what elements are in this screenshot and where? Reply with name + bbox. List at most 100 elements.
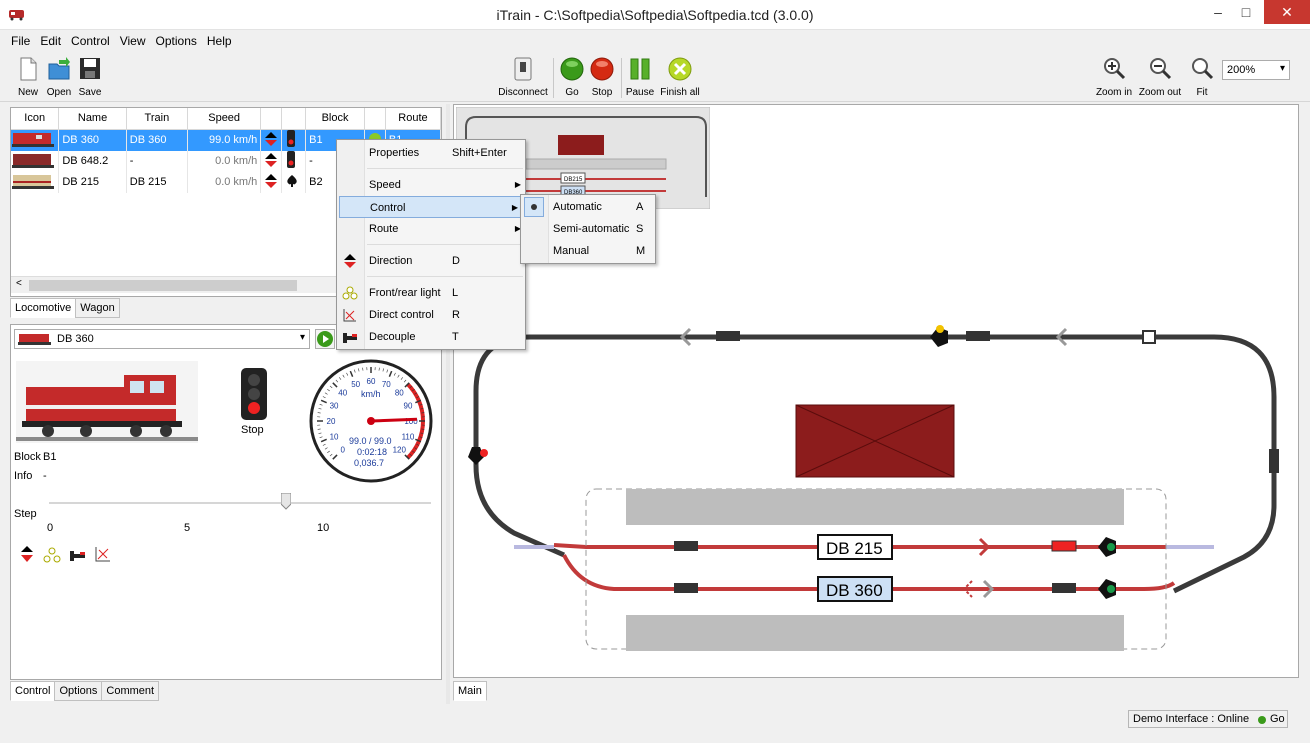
tab-control[interactable]: Control xyxy=(10,681,56,701)
gauge-tick xyxy=(322,443,326,446)
gauge-tick xyxy=(320,438,327,443)
col-train[interactable]: Train xyxy=(126,108,189,130)
gauge-tick-label: 80 xyxy=(395,389,404,398)
menu-bar: File Edit Control View Options Help xyxy=(0,31,1310,51)
pause-button[interactable]: Pause xyxy=(625,56,655,98)
open-button[interactable]: Open xyxy=(44,56,74,98)
disconnect-button[interactable]: Disconnect xyxy=(496,56,550,98)
gauge-tick xyxy=(354,369,356,373)
finish-all-button[interactable]: Finish all xyxy=(658,56,702,98)
fit-label: Fit xyxy=(1196,87,1208,98)
cell-speed: 0.0 km/h xyxy=(187,150,262,172)
stop-circle-icon xyxy=(590,57,614,81)
selected-loco-name: DB 360 xyxy=(57,333,94,345)
loco-thumb-icon xyxy=(12,132,54,147)
lights-icon[interactable] xyxy=(43,547,61,563)
col-direction[interactable] xyxy=(260,108,283,130)
direction-arrows-icon[interactable] xyxy=(19,545,35,563)
menu-edit[interactable]: Edit xyxy=(40,34,62,48)
table-row[interactable]: DB 648.2 - 0.0 km/h - xyxy=(11,150,442,172)
menu-item-control[interactable]: Control▶ xyxy=(339,196,523,218)
fit-button[interactable]: Fit xyxy=(1188,56,1216,98)
col-name[interactable]: Name xyxy=(58,108,127,130)
direction-arrows-icon xyxy=(265,173,278,188)
panel-splitter[interactable] xyxy=(446,104,450,704)
loco-thumb-icon xyxy=(12,174,54,189)
col-signal[interactable] xyxy=(281,108,307,130)
chevron-down-icon: ▾ xyxy=(1279,63,1285,74)
menu-options[interactable]: Options xyxy=(155,34,197,48)
menu-item-speed[interactable]: Speed▶ xyxy=(337,174,525,196)
step-label: Step xyxy=(14,508,37,520)
gauge-needle xyxy=(370,417,418,423)
go-button[interactable]: Go xyxy=(558,56,586,98)
gauge-speed-readout: 99.0 / 99.0 xyxy=(349,436,392,446)
menu-view[interactable]: View xyxy=(119,34,146,48)
col-speed[interactable]: Speed xyxy=(187,108,262,130)
tab-wagon[interactable]: Wagon xyxy=(75,298,120,318)
gauge-tick xyxy=(416,396,420,399)
step-slider-track[interactable] xyxy=(49,502,431,504)
scrollbar-thumb[interactable] xyxy=(29,280,297,291)
col-icon[interactable]: Icon xyxy=(11,108,60,130)
new-button[interactable]: New xyxy=(14,56,42,98)
zoom-in-button[interactable]: Zoom in xyxy=(1094,56,1134,98)
start-loco-button[interactable] xyxy=(315,329,335,349)
gauge-tick xyxy=(415,438,422,443)
menu-help[interactable]: Help xyxy=(206,34,232,48)
tab-locomotive[interactable]: Locomotive xyxy=(10,298,77,318)
gauge-tick-label: 40 xyxy=(338,389,347,398)
status-text: Demo Interface : Online xyxy=(1133,713,1250,725)
gauge-tick xyxy=(403,379,407,383)
step-tick-10: 10 xyxy=(317,522,330,534)
menu-item-route[interactable]: Route▶ xyxy=(337,218,525,240)
tab-comment[interactable]: Comment xyxy=(101,681,160,701)
horizontal-scrollbar[interactable]: < xyxy=(11,276,441,293)
save-button[interactable]: Save xyxy=(76,56,104,98)
col-block[interactable]: Block xyxy=(305,108,365,130)
gauge-tick xyxy=(386,369,388,373)
menu-file[interactable]: File xyxy=(11,34,31,48)
decouple-icon[interactable] xyxy=(69,547,87,563)
maximize-button[interactable]: □ xyxy=(1241,4,1251,20)
cell-name: DB 360 xyxy=(58,129,127,151)
step-tick-5: 5 xyxy=(184,522,191,534)
loco-select[interactable]: DB 360 ▾ xyxy=(14,329,310,349)
close-button[interactable]: ✕ xyxy=(1264,0,1310,24)
gauge-tick-label: 110 xyxy=(402,432,415,441)
gauge-tick xyxy=(320,399,327,404)
direct-control-icon xyxy=(343,309,356,322)
step-slider-thumb[interactable] xyxy=(280,492,292,510)
block-label-db215[interactable]: DB 215 xyxy=(826,539,883,558)
direct-control-icon[interactable] xyxy=(94,545,112,563)
switch-icon xyxy=(514,57,532,81)
menu-control[interactable]: Control xyxy=(71,34,110,48)
zoom-out-button[interactable]: Zoom out xyxy=(1136,56,1184,98)
signal-spade-icon xyxy=(287,174,297,187)
gauge-tick xyxy=(420,408,424,410)
col-state[interactable] xyxy=(364,108,386,130)
gauge-tick xyxy=(327,450,330,453)
col-route[interactable]: Route xyxy=(385,108,442,130)
gauge-tick xyxy=(322,396,326,399)
gauge-tick xyxy=(349,370,354,377)
gauge-tick xyxy=(420,432,424,434)
block-label-db360[interactable]: DB 360 xyxy=(826,581,883,600)
stop-button[interactable]: Stop xyxy=(588,56,616,98)
step-tick-0: 0 xyxy=(47,522,54,534)
gauge-tick xyxy=(419,404,423,406)
tab-options[interactable]: Options xyxy=(54,681,103,701)
tab-main[interactable]: Main xyxy=(453,681,487,701)
minimize-button[interactable]: – xyxy=(1214,4,1222,20)
zoom-select[interactable]: 200% ▾ xyxy=(1222,60,1290,80)
gauge-tick-label: 60 xyxy=(367,377,376,386)
